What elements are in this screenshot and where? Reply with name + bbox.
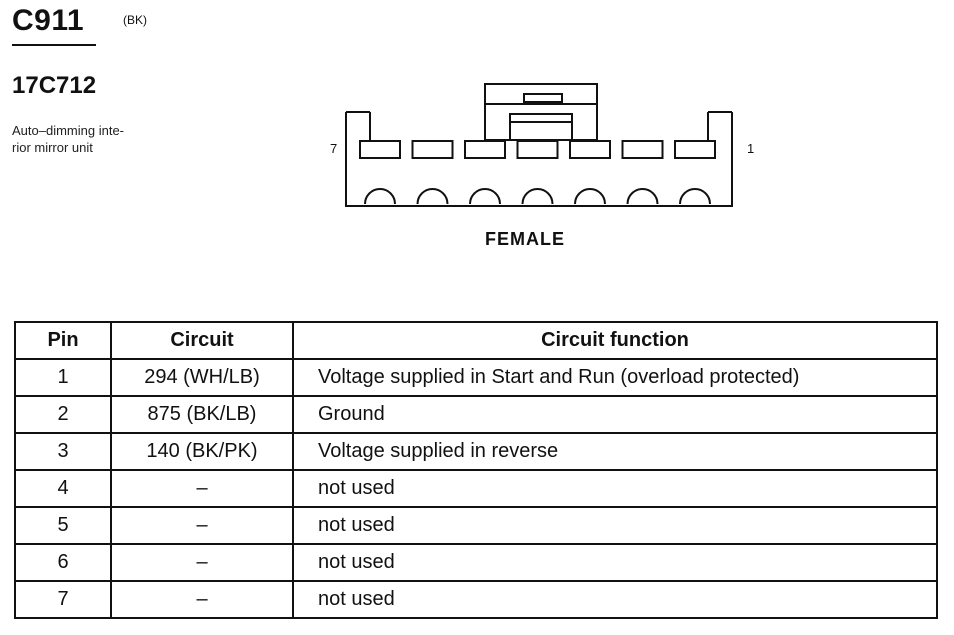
header-circuit: Circuit xyxy=(110,321,294,360)
table-header-row: Pin Circuit Circuit function xyxy=(14,321,938,360)
connector-gender-label: FEMALE xyxy=(485,229,565,249)
latch-housing xyxy=(484,83,598,141)
cell-circuit: – xyxy=(110,469,294,508)
latch-slot xyxy=(509,113,573,141)
terminal-cavity xyxy=(411,140,454,159)
terminal-cavity xyxy=(569,140,611,159)
cell-pin: 6 xyxy=(14,543,112,582)
terminal-cavity xyxy=(464,140,506,159)
table-row: 1 294 (WH/LB) Voltage supplied in Start … xyxy=(14,358,938,397)
terminal-cavity xyxy=(516,140,559,159)
cell-circuit: – xyxy=(110,580,294,619)
connector-id: C911 xyxy=(12,4,96,46)
cell-circuit: 140 (BK/PK) xyxy=(110,432,294,471)
cavity-bump xyxy=(626,188,659,205)
part-number: 17C712 xyxy=(12,72,97,99)
cavity-bump xyxy=(416,188,449,205)
cell-circuit: 294 (WH/LB) xyxy=(110,358,294,397)
cavity-bump xyxy=(469,188,501,205)
cell-function: Voltage supplied in reverse xyxy=(292,432,938,471)
cell-pin: 7 xyxy=(14,580,112,619)
table-row: 5 – not used xyxy=(14,506,938,545)
cell-function: not used xyxy=(292,580,938,619)
table-row: 4 – not used xyxy=(14,469,938,508)
header-circuit-function: Circuit function xyxy=(292,321,938,360)
cell-circuit: 875 (BK/LB) xyxy=(110,395,294,434)
cavity-bump xyxy=(364,188,396,205)
cell-function: Ground xyxy=(292,395,938,434)
table-row: 3 140 (BK/PK) Voltage supplied in revers… xyxy=(14,432,938,471)
cell-function: not used xyxy=(292,469,938,508)
pin-label-left: 7 xyxy=(330,141,338,156)
pin-label-right: 1 xyxy=(747,141,755,156)
cell-pin: 1 xyxy=(14,358,112,397)
cell-pin: 4 xyxy=(14,469,112,508)
connector-color-code: (BK) xyxy=(123,13,147,27)
table-row: 2 875 (BK/LB) Ground xyxy=(14,395,938,434)
connector-face-diagram xyxy=(345,83,733,207)
latch-tab xyxy=(523,93,563,103)
cell-pin: 3 xyxy=(14,432,112,471)
cell-function: not used xyxy=(292,506,938,545)
terminal-cavity xyxy=(359,140,401,159)
cavity-bump xyxy=(574,188,606,205)
terminal-cavity xyxy=(674,140,716,159)
pinout-table: Pin Circuit Circuit function 1 294 (WH/L… xyxy=(14,321,938,619)
component-description: Auto–dimming inte- rior mirror unit xyxy=(12,123,124,155)
cell-circuit: – xyxy=(110,506,294,545)
cell-function: not used xyxy=(292,543,938,582)
connector-body xyxy=(345,112,733,207)
cell-function: Voltage supplied in Start and Run (overl… xyxy=(292,358,938,397)
cell-circuit: – xyxy=(110,543,294,582)
header-pin: Pin xyxy=(14,321,112,360)
table-row: 7 – not used xyxy=(14,580,938,619)
cavity-bump xyxy=(521,188,554,205)
cavity-bump xyxy=(679,188,711,205)
cell-pin: 2 xyxy=(14,395,112,434)
terminal-cavity xyxy=(621,140,664,159)
cell-pin: 5 xyxy=(14,506,112,545)
table-row: 6 – not used xyxy=(14,543,938,582)
